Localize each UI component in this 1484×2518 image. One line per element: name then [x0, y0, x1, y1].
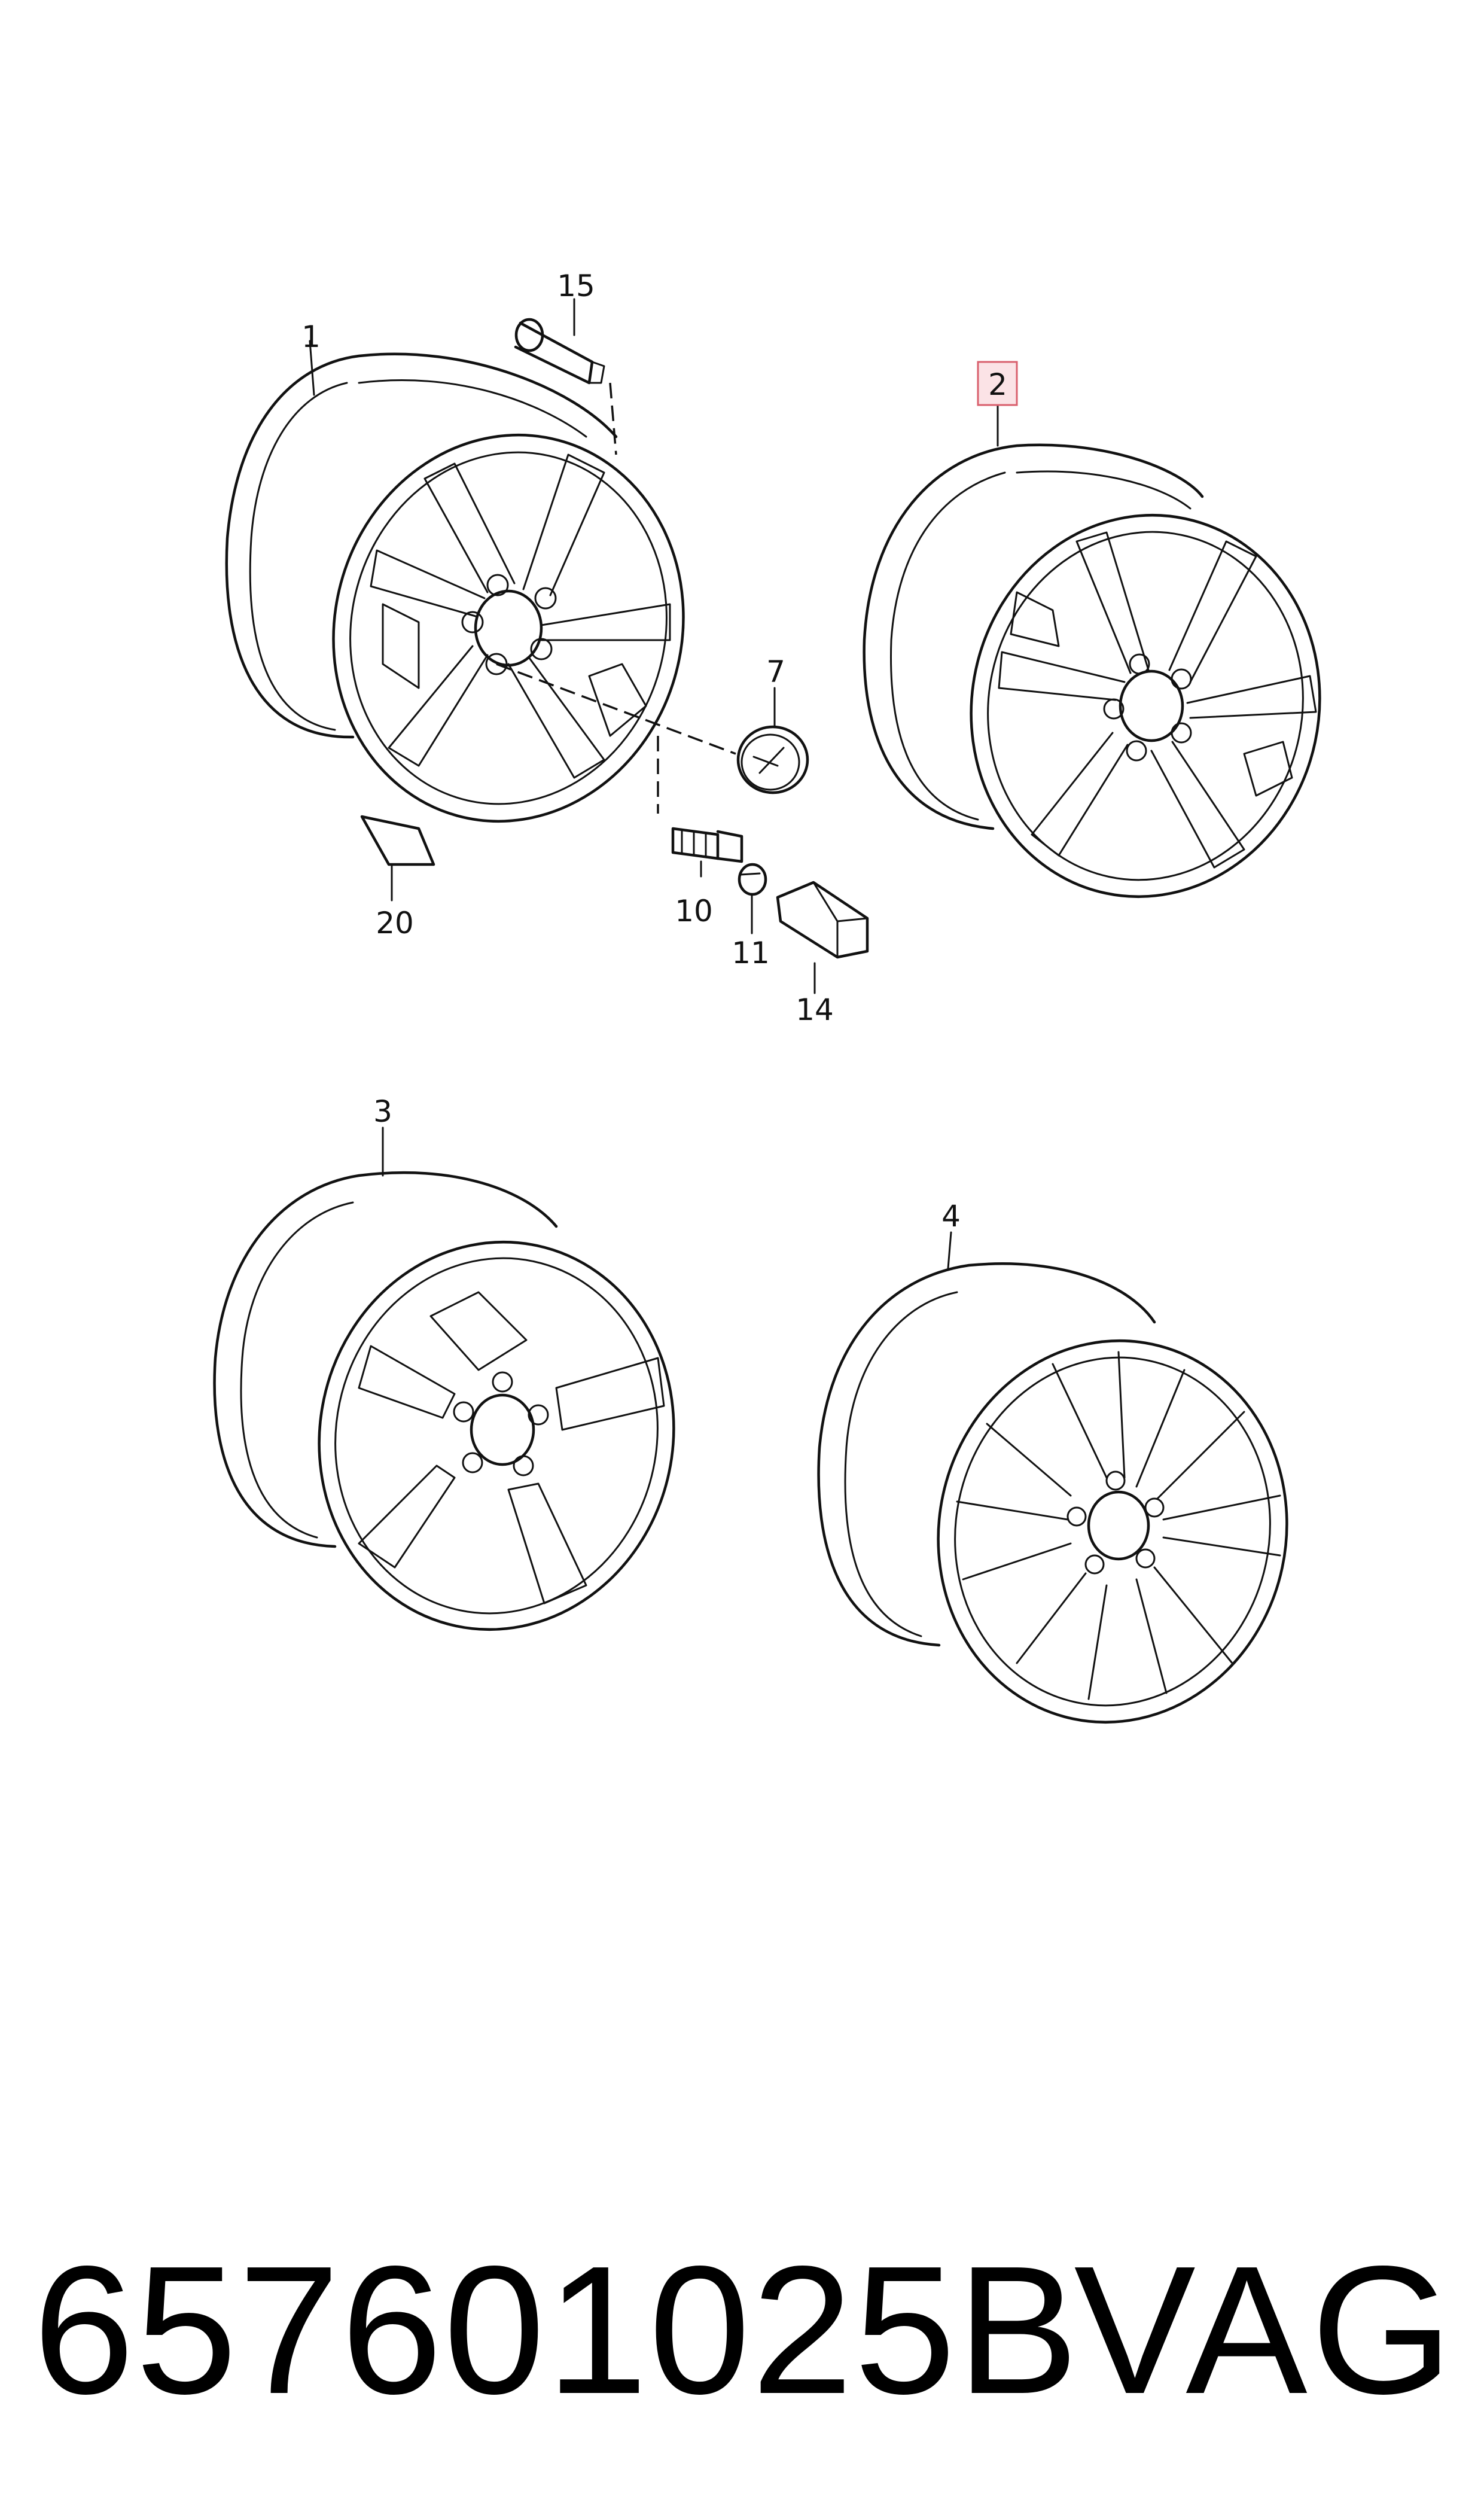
callout-14: 14 [796, 992, 834, 1027]
wheel-2 [863, 443, 1321, 899]
callout-10: 10 [675, 894, 713, 928]
callout-20: 20 [376, 906, 414, 940]
balance-weight-20 [360, 815, 435, 902]
callout-7: 7 [766, 654, 785, 689]
footer: 657601025B VAG [33, 2231, 1456, 2429]
leader-4 [947, 1231, 952, 1269]
callout-leaders [309, 301, 999, 1269]
callout-2-highlight [977, 361, 1018, 406]
callout-2[interactable]: 2 [988, 367, 1007, 402]
callout-1: 1 [301, 319, 321, 354]
wheel-bolt-10 [671, 827, 743, 878]
wheel-1 [225, 352, 736, 823]
brand-name: VAG [1074, 2228, 1456, 2432]
callout-11: 11 [732, 936, 770, 970]
valve-nut-11 [738, 863, 767, 934]
valve-stem-15 [514, 298, 605, 385]
pressure-sensor-14 [776, 881, 869, 994]
leader-1 [309, 340, 315, 396]
wheel-3 [213, 1171, 675, 1631]
callout-4: 4 [941, 1199, 961, 1234]
callout-3: 3 [373, 1094, 392, 1129]
part-number: 657601025B [33, 2228, 1080, 2432]
wheel-4 [817, 1262, 1288, 1724]
callout-15: 15 [557, 269, 595, 303]
center-cap-7 [736, 687, 809, 794]
